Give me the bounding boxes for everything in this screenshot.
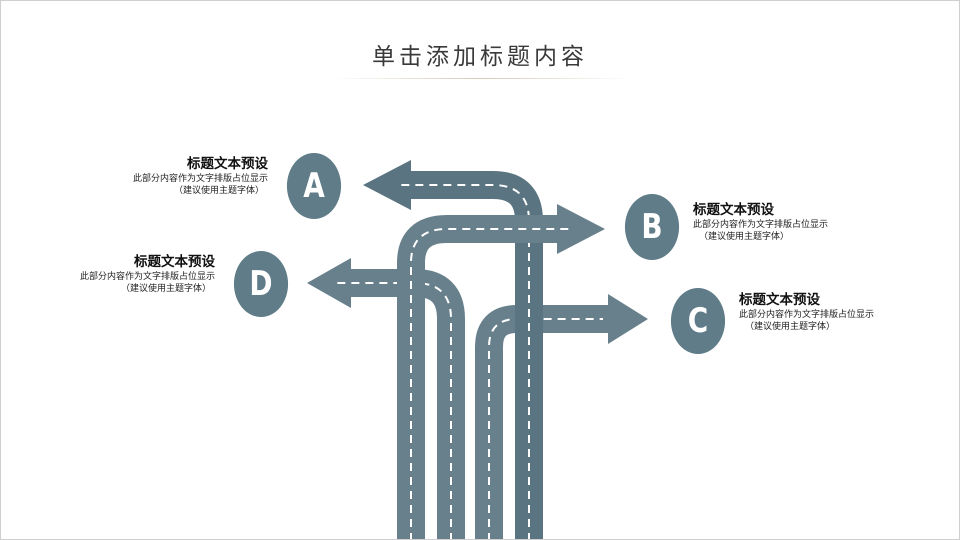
page-title[interactable]: 单击添加标题内容 <box>372 44 588 70</box>
caption-b-line1[interactable]: 此部分内容作为文字排版占位显示 <box>693 220 829 230</box>
caption-a-line2[interactable]: （建议使用主题字体） <box>173 186 264 196</box>
circle-b[interactable]: B <box>624 194 680 260</box>
caption-c-heading[interactable]: 标题文本预设 <box>739 292 820 308</box>
caption-a-line1[interactable]: 此部分内容作为文字排版占位显示 <box>132 174 268 184</box>
caption-b-heading[interactable]: 标题文本预设 <box>693 202 774 218</box>
circle-c-letter: C <box>687 301 709 341</box>
caption-b-line2[interactable]: （建议使用主题字体） <box>699 232 790 242</box>
title-underline <box>331 78 631 79</box>
circle-b-letter: B <box>641 207 663 247</box>
road-b-arrowhead <box>557 204 605 254</box>
road-c-body <box>475 305 613 539</box>
road-d-lane <box>337 282 452 539</box>
caption-a: 标题文本预设 此部分内容作为文字排版占位显示 （建议使用主题字体） <box>38 156 268 197</box>
caption-b: 标题文本预设 此部分内容作为文字排版占位显示 （建议使用主题字体） <box>693 202 923 243</box>
caption-c-line1[interactable]: 此部分内容作为文字排版占位显示 <box>739 310 875 320</box>
circle-a-letter: A <box>303 166 325 206</box>
caption-d-line1[interactable]: 此部分内容作为文字排版占位显示 <box>79 272 215 282</box>
road-to-b <box>397 204 605 539</box>
road-a-arrowhead <box>363 160 411 210</box>
caption-c-line2[interactable]: （建议使用主题字体） <box>745 322 836 332</box>
caption-a-heading[interactable]: 标题文本预设 <box>187 156 268 172</box>
caption-d: 标题文本预设 此部分内容作为文字排版占位显示 （建议使用主题字体） <box>1 254 215 295</box>
circle-a[interactable]: A <box>286 153 342 219</box>
road-to-d <box>307 258 465 539</box>
circle-c[interactable]: C <box>670 288 726 354</box>
circle-d-letter: D <box>249 264 273 304</box>
caption-c: 标题文本预设 此部分内容作为文字排版占位显示 （建议使用主题字体） <box>739 292 959 333</box>
road-to-c <box>475 294 648 539</box>
caption-d-line2[interactable]: （建议使用主题字体） <box>120 284 211 294</box>
road-d-arrowhead <box>307 258 351 308</box>
road-b-body <box>397 215 561 539</box>
circle-d[interactable]: D <box>233 251 289 317</box>
road-c-lane <box>488 318 603 539</box>
road-c-arrowhead <box>608 294 648 344</box>
caption-d-heading[interactable]: 标题文本预设 <box>134 254 215 270</box>
